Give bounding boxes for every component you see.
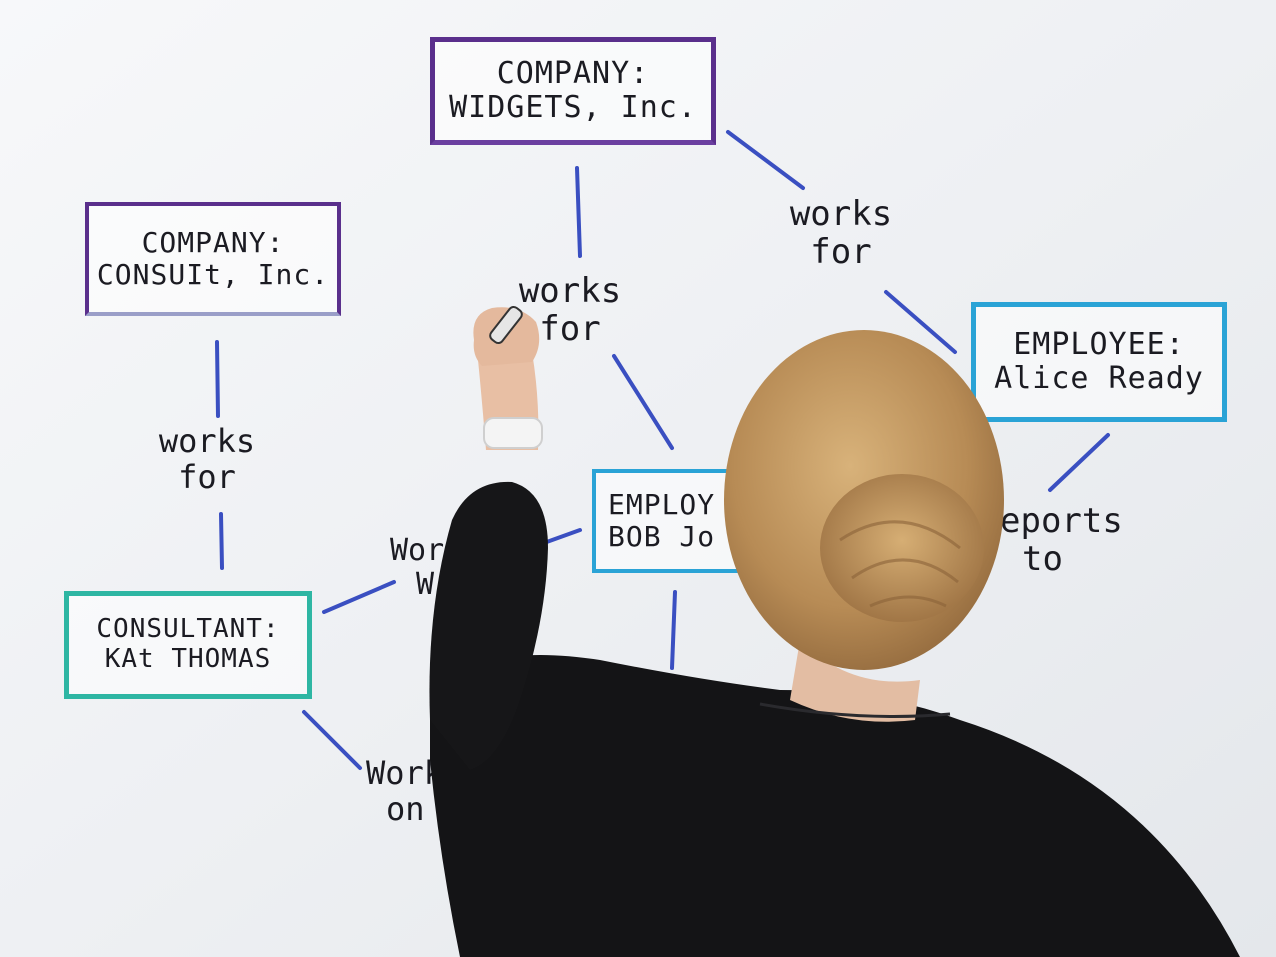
works-for-left-line1: works: [158, 422, 256, 460]
works-for-right-line2: for: [810, 232, 872, 273]
employee-bob-line1: EMPLOY: [608, 487, 716, 521]
raised-arm-sleeve: [429, 481, 548, 770]
employee-bob-line2: BOB Jo: [608, 520, 716, 553]
sweater-collar: [759, 702, 951, 718]
working-with-label: Wor W: [390, 534, 470, 601]
connector-widgets-works: [575, 166, 582, 258]
connector-widgets-right: [726, 130, 805, 190]
connector-works-bob: [612, 354, 674, 450]
connector-bob-working: [670, 590, 677, 670]
consultant-kat-box: CONSULTANT: KAt THOMAS: [64, 591, 312, 699]
reports-to-label: eports to: [1000, 501, 1123, 580]
company-consult-line2: CONSUIt, Inc.: [96, 258, 330, 291]
hair-bun: [820, 474, 984, 622]
connector-kat-workingon: [302, 710, 362, 770]
connector-alice-reports: [1048, 433, 1110, 492]
company-consult-line1: COMPANY:: [141, 225, 285, 259]
works-for-center-line2: for: [539, 309, 601, 350]
works-for-right-line1: works: [789, 194, 893, 234]
consultant-kat-line1: CONSULTANT:: [96, 614, 280, 645]
works-for-left-label: works for: [142, 422, 272, 496]
reports-to-line2: to: [1022, 539, 1063, 580]
consultant-kat-line2: KAt THOMAS: [104, 644, 272, 674]
works-for-left-line2: for: [178, 457, 236, 496]
black-sweater-body: [430, 655, 1240, 957]
connector-works-kat: [219, 512, 224, 570]
works-for-center-label: works for: [505, 272, 635, 348]
connector-kat-with: [322, 580, 396, 614]
working-with-line2: W: [416, 566, 435, 602]
works-for-right-label: works for: [776, 195, 906, 271]
hair-bun-strands: [839, 520, 961, 608]
company-widgets-line2: WIDGETS, Inc.: [449, 90, 697, 125]
watch-icon: [483, 417, 543, 449]
employee-alice-box: EMPLOYEE: Alice Ready: [971, 302, 1227, 422]
reports-to-line1: eports: [1000, 501, 1123, 541]
company-widgets-box: COMPANY: WIDGETS, Inc.: [430, 37, 716, 145]
working-with-line1: Wor: [390, 533, 445, 568]
company-widgets-line1: COMPANY:: [496, 55, 650, 91]
connector-right-alice: [884, 290, 957, 354]
employee-alice-line2: Alice Ready: [994, 361, 1204, 396]
works-for-center-line1: works: [518, 271, 622, 311]
marker-icon: [489, 305, 523, 345]
employee-alice-line1: EMPLOYEE:: [1013, 326, 1185, 362]
working-on-left-line2: on: [386, 789, 425, 828]
company-consult-box: COMPANY: CONSUIt, Inc.: [85, 202, 341, 316]
connector-consult-works: [215, 340, 220, 418]
